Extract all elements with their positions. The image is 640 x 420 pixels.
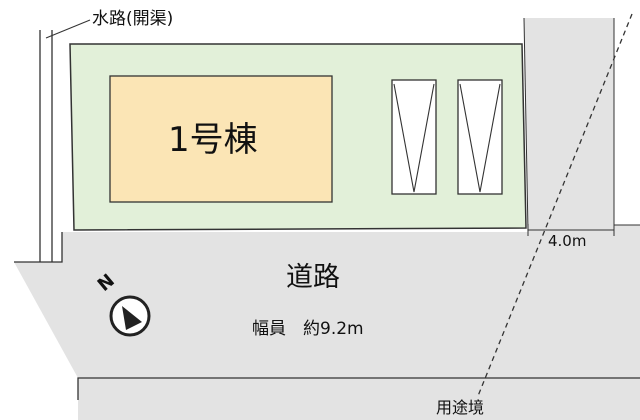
east-strip-edge	[523, 17, 529, 233]
parking-space-1	[391, 79, 437, 195]
parking-space-2-arrow	[459, 83, 501, 193]
road-area	[14, 225, 640, 420]
north-compass-icon	[109, 295, 151, 337]
building-label: 1号棟	[168, 120, 258, 160]
road-label: 道路	[286, 262, 340, 293]
road-curb-line	[77, 377, 640, 400]
waterway-leader	[45, 19, 91, 39]
east-strip	[524, 18, 640, 232]
setback-dimension-label: 4.0m	[548, 232, 587, 250]
zoning-boundary-line	[477, 13, 633, 397]
parking-space-2	[457, 79, 503, 195]
zoning-boundary-label: 用途境	[436, 398, 485, 417]
parking-space-1-arrow	[393, 83, 435, 193]
road-edge-line	[14, 232, 63, 263]
waterway-label: 水路(開渠)	[92, 9, 174, 29]
road-width-label: 幅員 約9.2m	[252, 319, 364, 339]
building-footprint	[109, 75, 333, 203]
